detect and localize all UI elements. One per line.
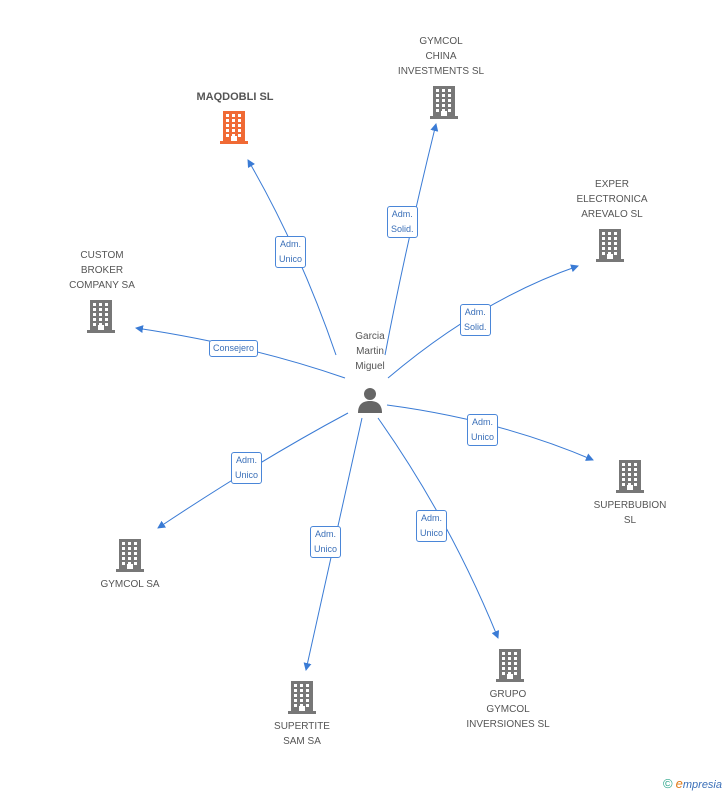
company-building-icon-custom[interactable] (85, 298, 117, 339)
edge-gymcol_china (384, 123, 439, 356)
relation-label-maqdobli[interactable]: Adm. Unico (275, 236, 307, 268)
brand-name: mpresia (682, 779, 722, 791)
company-building-icon-exper[interactable] (594, 227, 626, 268)
person-name-label[interactable]: Garcia Martin Miguel (355, 331, 385, 372)
brand-logo-initial: e (675, 776, 683, 791)
company-label-exper[interactable]: EXPER ELECTRONICA AREVALO SL (576, 179, 648, 220)
footer-brand: © empresia (663, 776, 722, 791)
person-icon[interactable] (355, 385, 385, 415)
company-label-gymcol_sa[interactable]: GYMCOL SA (100, 579, 160, 590)
company-label-grupo[interactable]: GRUPO GYMCOL INVERSIONES SL (466, 689, 550, 730)
company-label-supertite[interactable]: SUPERTITE SAM SA (274, 721, 330, 747)
relation-label-superbubion[interactable]: Adm. Unico (467, 414, 499, 446)
relation-label-exper[interactable]: Adm. Solid. (460, 304, 491, 336)
copyright-icon: © (662, 776, 673, 791)
company-label-superbubion[interactable]: SUPERBUBION SL (593, 500, 667, 526)
relation-label-supertite[interactable]: Adm. Unico (310, 526, 342, 558)
relation-label-custom[interactable]: Consejero (209, 340, 259, 357)
company-building-icon-grupo[interactable] (494, 647, 526, 688)
relation-label-grupo[interactable]: Adm. Unico (416, 510, 448, 542)
company-building-icon-gymcol_sa[interactable] (114, 537, 146, 578)
relation-label-gymcol_sa[interactable]: Adm. Unico (231, 452, 263, 484)
relation-label-gymcol_china[interactable]: Adm. Solid. (387, 206, 418, 238)
company-label-custom[interactable]: CUSTOM BROKER COMPANY SA (69, 250, 135, 291)
company-building-icon-maqdobli[interactable] (218, 109, 250, 150)
company-building-icon-supertite[interactable] (286, 679, 318, 720)
company-label-maqdobli[interactable]: MAQDOBLI SL (196, 91, 274, 103)
company-building-icon-superbubion[interactable] (614, 458, 646, 499)
company-label-gymcol_china[interactable]: GYMCOL CHINA INVESTMENTS SL (397, 36, 485, 77)
company-building-icon-gymcol_china[interactable] (428, 84, 460, 125)
